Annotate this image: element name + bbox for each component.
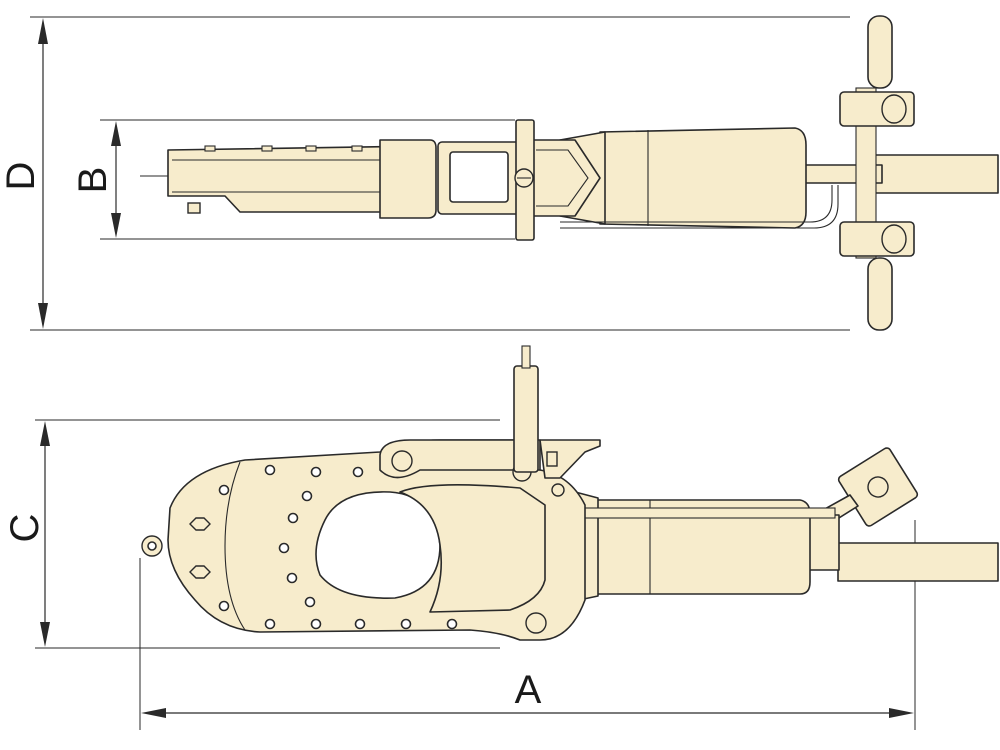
- label-c: C: [3, 514, 47, 543]
- t-handle-stem: [855, 87, 877, 259]
- hole-14: [218, 484, 230, 496]
- tip-eye-inner: [147, 541, 157, 551]
- pivot-low: [525, 612, 547, 634]
- cutter-top-view: [140, 15, 999, 331]
- side-view: C A: [3, 345, 999, 730]
- handle-bar-side: [837, 542, 999, 582]
- pipe-top-inner: [560, 185, 839, 229]
- jaw-bolt-tip: [187, 202, 201, 214]
- top-bracket-nut: [546, 451, 558, 467]
- knuckle-side-eye: [867, 476, 889, 498]
- knuckle-upper-eye: [881, 94, 907, 124]
- hex-nut-upper: [189, 517, 211, 531]
- handle-bar-top: [869, 154, 999, 194]
- top-rail-side: [564, 507, 836, 519]
- top-rod-side: [513, 365, 539, 473]
- dimension-a: A: [141, 668, 914, 718]
- label-d: D: [0, 162, 43, 191]
- arrow-c-bottom: [40, 622, 50, 647]
- top-rod-tip: [521, 345, 531, 369]
- hole-3: [352, 466, 364, 478]
- t-handle-upper: [867, 15, 893, 89]
- pivot-upper: [391, 450, 413, 472]
- hole-2: [310, 466, 322, 478]
- hole-12: [400, 618, 412, 630]
- t-handle-lower: [867, 257, 893, 331]
- slot-top: [449, 151, 509, 203]
- jaw-tab-3: [305, 145, 317, 152]
- hole-7: [286, 572, 298, 584]
- hole-13: [446, 618, 458, 630]
- cylinder-top: [599, 127, 807, 229]
- dimension-b: B: [71, 121, 121, 238]
- hole-5: [287, 512, 299, 524]
- top-bracket-side: [539, 439, 601, 479]
- arrow-b-top: [111, 121, 121, 146]
- cutter-side-view: [141, 345, 999, 641]
- arrow-d-bottom: [38, 303, 48, 329]
- arrow-a-left: [141, 708, 166, 718]
- dimension-c: C: [3, 421, 50, 647]
- arrow-c-top: [40, 421, 50, 446]
- label-b: B: [71, 167, 115, 194]
- hole-15: [218, 600, 230, 612]
- hole-11: [354, 618, 366, 630]
- pipe-top: [560, 185, 833, 223]
- arrow-b-bottom: [111, 213, 121, 238]
- hole-10: [310, 618, 322, 630]
- hole-1: [264, 464, 276, 476]
- jaw-tab-2: [261, 145, 273, 152]
- pivot-chevron-top: [536, 149, 589, 207]
- cutting-opening: [315, 491, 441, 599]
- label-a: A: [515, 668, 542, 712]
- knuckle-side: [837, 447, 919, 527]
- hex-nut-lower: [189, 565, 211, 579]
- jaw-tab-4: [351, 145, 363, 152]
- hole-6: [278, 542, 290, 554]
- pivot-rear: [551, 483, 565, 497]
- cylinder-side: [594, 499, 811, 595]
- jaw-head-top: [379, 139, 437, 219]
- hole-4: [301, 490, 313, 502]
- hole-8: [304, 596, 316, 608]
- arrow-a-right: [889, 708, 914, 718]
- dimension-d: D: [0, 18, 48, 329]
- knuckle-lower-eye: [881, 224, 907, 254]
- top-view: D B: [0, 15, 999, 331]
- hook-arm-side: [379, 439, 541, 479]
- arrow-d-top: [38, 18, 48, 44]
- hole-9: [264, 618, 276, 630]
- moving-blade: [399, 484, 546, 613]
- jaw-tab-1: [204, 145, 216, 152]
- jaw-inner-side: [224, 461, 246, 631]
